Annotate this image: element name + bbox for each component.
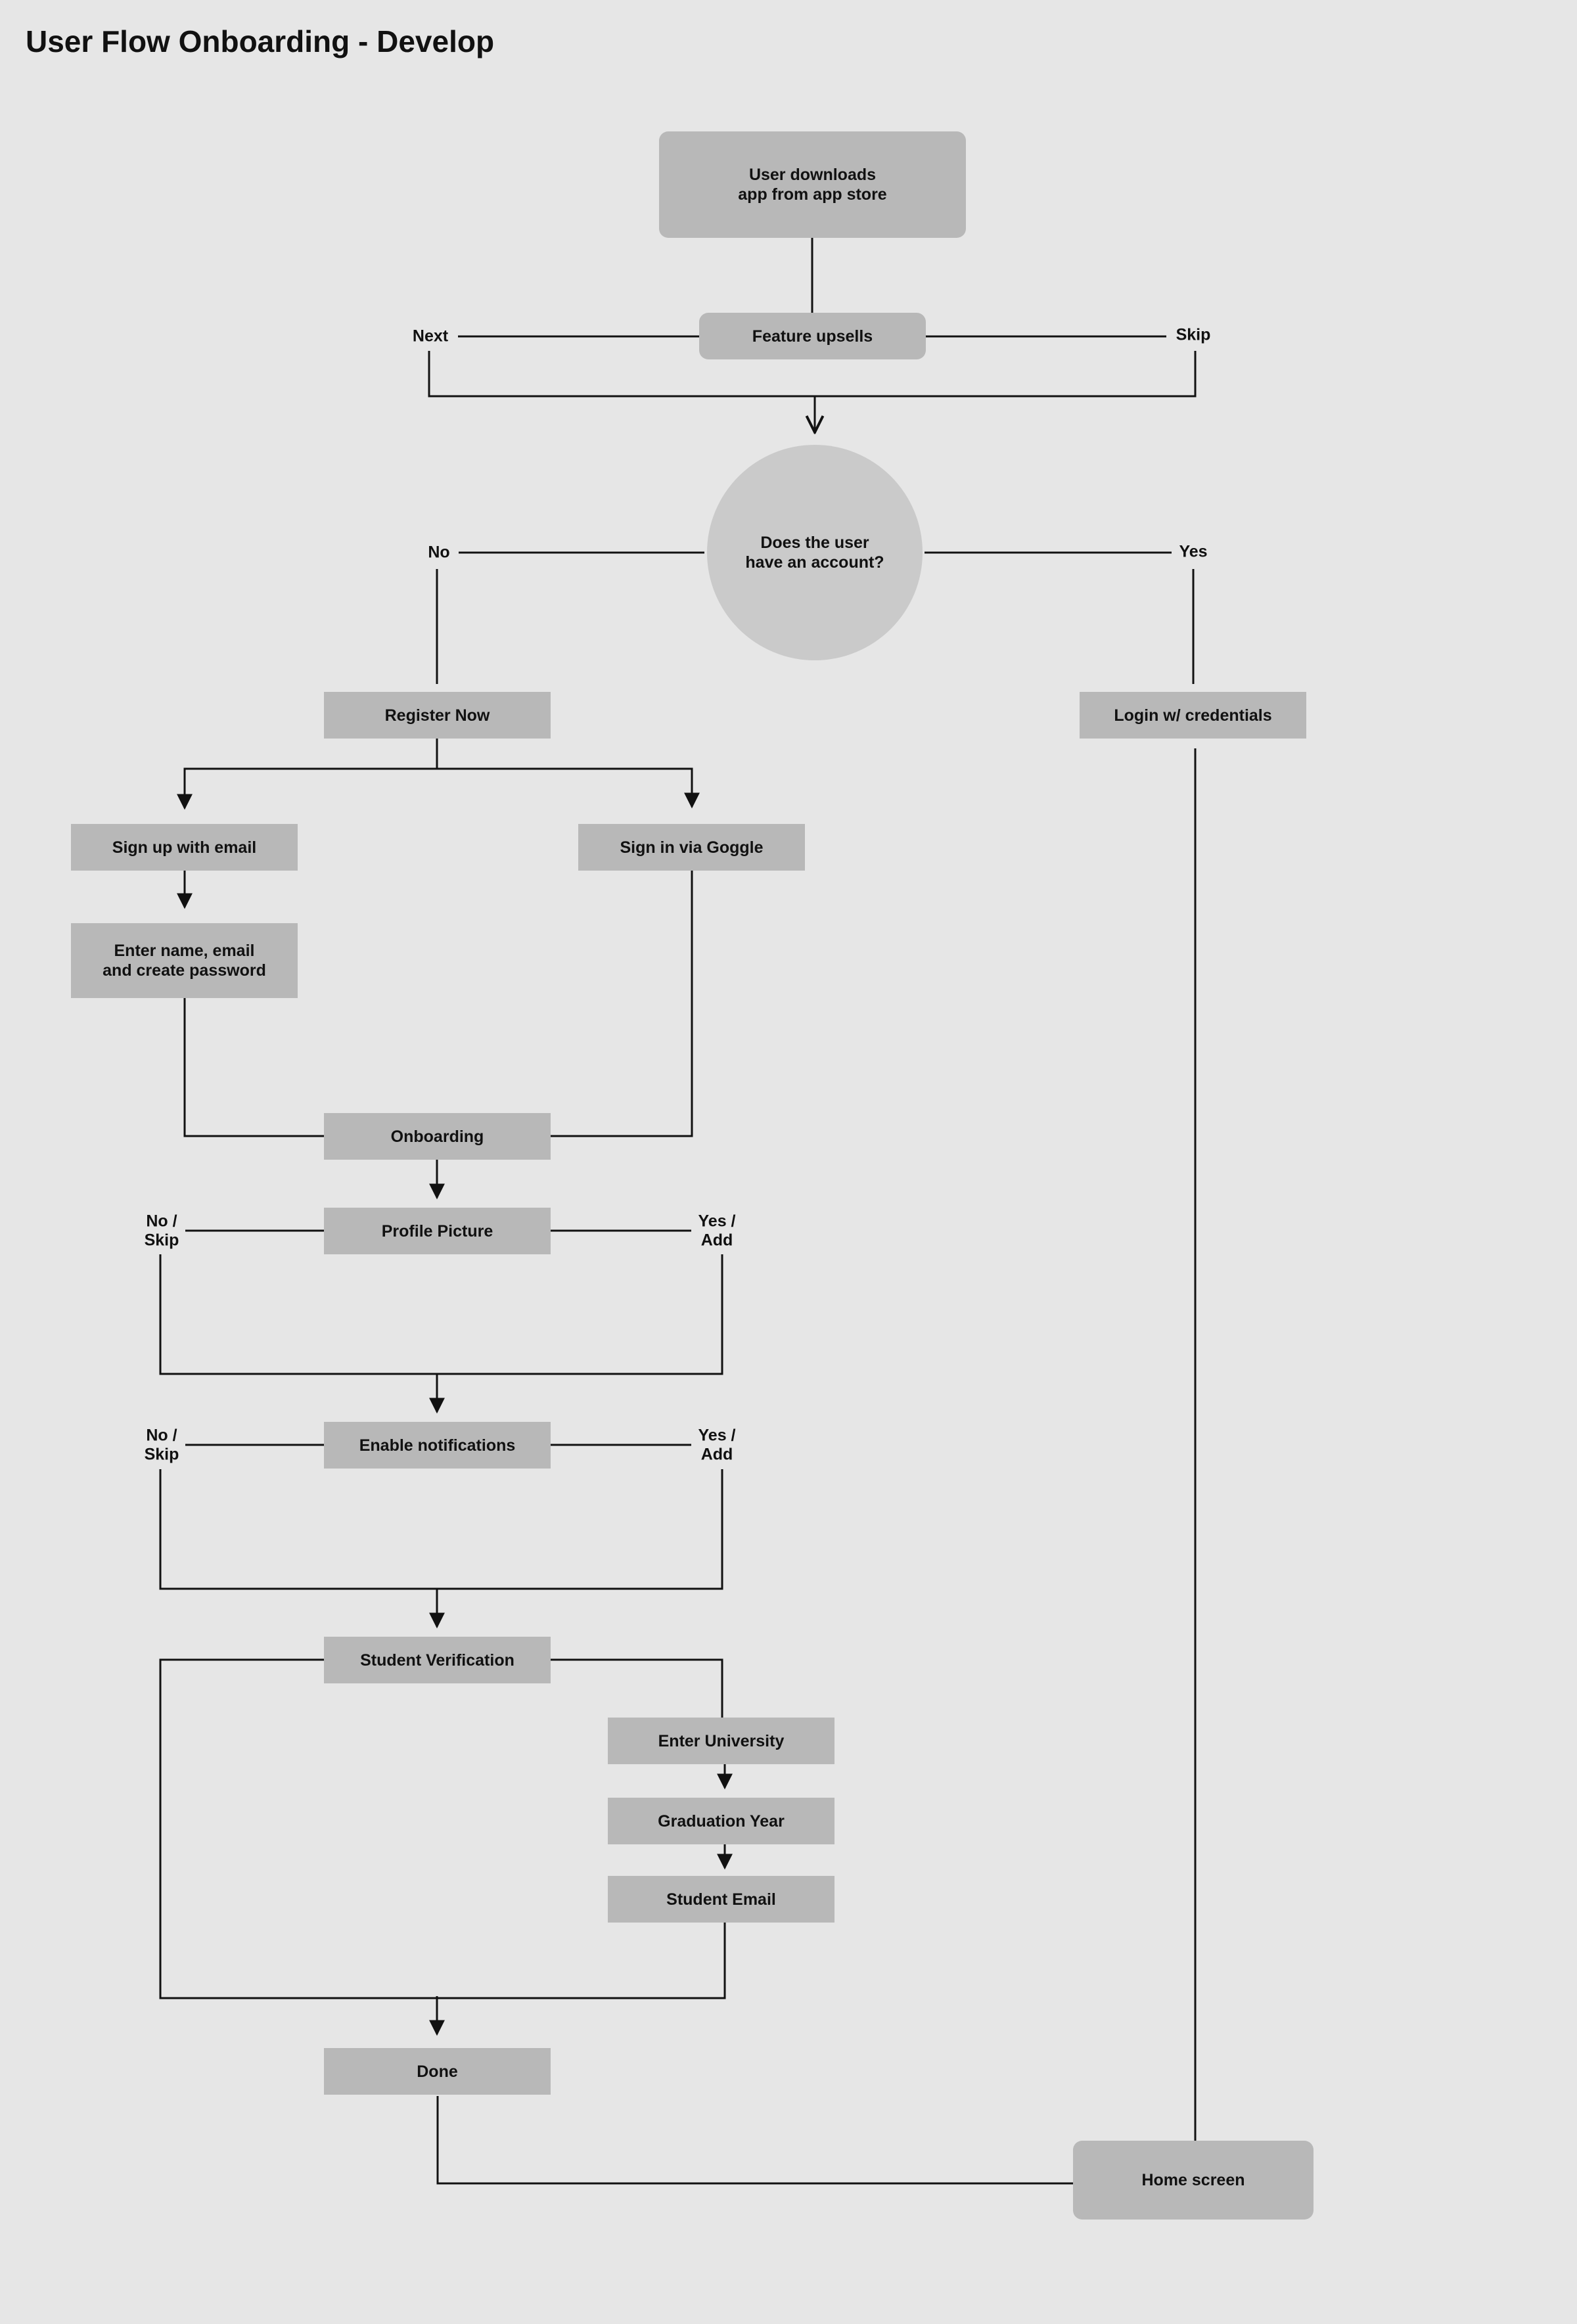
edge-label-notif-no-skip: No / Skip xyxy=(144,1426,179,1463)
connector-done-home xyxy=(436,2096,1073,2185)
connector-google-onboarding xyxy=(551,871,693,1137)
node-student-verification[interactable]: Student Verification xyxy=(324,1637,551,1683)
node-enter-university[interactable]: Enter University xyxy=(608,1718,834,1764)
edge-label-skip: Skip xyxy=(1176,325,1211,344)
node-enable-notifications[interactable]: Enable notifications xyxy=(324,1422,551,1469)
node-sign-up-email[interactable]: Sign up with email xyxy=(71,824,298,871)
node-login-credentials[interactable]: Login w/ credentials xyxy=(1080,692,1306,739)
connector-details-onboarding xyxy=(183,998,324,1137)
edge-label-no: No xyxy=(428,543,450,562)
edge-label-yes: Yes xyxy=(1179,542,1208,561)
connector-verification-skip xyxy=(159,1658,726,1999)
node-sign-in-google[interactable]: Sign in via Goggle xyxy=(578,824,805,871)
connector-profile-merge xyxy=(159,1254,723,1375)
node-feature-upsells[interactable]: Feature upsells xyxy=(699,313,926,359)
node-done[interactable]: Done xyxy=(324,2048,551,2095)
edge-label-profile-no-skip: No / Skip xyxy=(144,1212,179,1249)
node-onboarding[interactable]: Onboarding xyxy=(324,1113,551,1160)
connector-next-skip-merge xyxy=(428,351,1197,398)
node-home-screen[interactable]: Home screen xyxy=(1073,2141,1314,2220)
node-enter-details[interactable]: Enter name, email and create password xyxy=(71,923,298,998)
page-title: User Flow Onboarding - Develop xyxy=(26,24,495,58)
edge-label-notif-yes-add: Yes / Add xyxy=(698,1426,736,1463)
node-user-downloads[interactable]: User downloads app from app store xyxy=(659,131,966,238)
connector-verification-university xyxy=(551,1658,723,1718)
node-profile-picture[interactable]: Profile Picture xyxy=(324,1208,551,1254)
node-has-account-decision[interactable]: Does the user have an account? xyxy=(707,445,923,660)
connector-split-bar xyxy=(183,767,700,809)
edge-label-profile-yes-add: Yes / Add xyxy=(698,1212,736,1249)
node-graduation-year[interactable]: Graduation Year xyxy=(608,1798,834,1844)
node-student-email[interactable]: Student Email xyxy=(608,1876,834,1923)
edge-label-next: Next xyxy=(412,327,449,346)
node-register-now[interactable]: Register Now xyxy=(324,692,551,739)
connector-notif-merge xyxy=(159,1469,723,1590)
